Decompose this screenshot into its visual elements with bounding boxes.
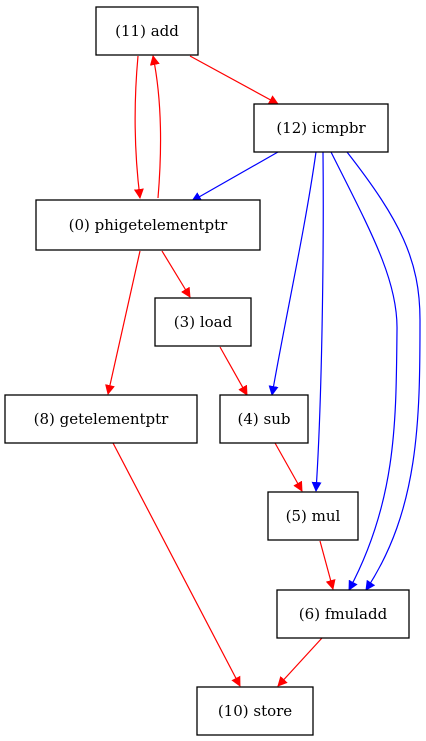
node-add[interactable]: (11) add <box>95 6 199 56</box>
node-label: (11) add <box>115 22 179 40</box>
edge-add-to-icmpbr <box>189 55 279 105</box>
node-label: (8) getelementptr <box>34 410 169 428</box>
node-icmpbr[interactable]: (12) icmpbr <box>253 103 389 153</box>
edge-getelementptr-to-store <box>112 442 241 687</box>
node-getelementptr[interactable]: (8) getelementptr <box>4 394 198 444</box>
node-label: (3) load <box>174 313 233 331</box>
node-phigetelementptr[interactable]: (0) phigetelementptr <box>35 199 261 251</box>
node-layer: (11) add (12) icmpbr (0) phigetelementpt… <box>4 6 410 736</box>
edge-icmpbr-to-fmuladd-2 <box>346 151 421 591</box>
node-label: (4) sub <box>238 410 291 428</box>
edge-mul-to-fmuladd <box>319 540 336 590</box>
node-label: (5) mul <box>286 507 341 525</box>
node-label: (0) phigetelementptr <box>69 216 229 234</box>
edge-phigetelementptr-to-load <box>161 250 191 298</box>
edge-add-to-phigetelementptr <box>133 55 144 199</box>
node-store[interactable]: (10) store <box>196 686 314 736</box>
edge-load-to-sub <box>219 346 248 396</box>
edge-phigetelementptr-to-add <box>149 55 162 199</box>
node-label: (6) fmuladd <box>299 605 388 623</box>
node-load[interactable]: (3) load <box>154 297 252 347</box>
edge-icmpbr-to-sub <box>268 151 317 396</box>
edge-sub-to-mul <box>274 442 303 492</box>
edge-fmuladd-to-store <box>277 637 323 687</box>
edge-phigetelementptr-to-getelementptr <box>105 250 141 395</box>
edge-icmpbr-to-phigetelementptr <box>191 151 279 202</box>
node-label: (12) icmpbr <box>276 119 366 137</box>
node-sub[interactable]: (4) sub <box>219 394 309 444</box>
edge-icmpbr-to-mul <box>311 151 324 492</box>
edge-layer <box>105 55 421 687</box>
edge-icmpbr-to-fmuladd-1 <box>330 151 398 591</box>
node-mul[interactable]: (5) mul <box>267 491 359 541</box>
node-fmuladd[interactable]: (6) fmuladd <box>276 589 410 639</box>
node-label: (10) store <box>218 702 292 720</box>
